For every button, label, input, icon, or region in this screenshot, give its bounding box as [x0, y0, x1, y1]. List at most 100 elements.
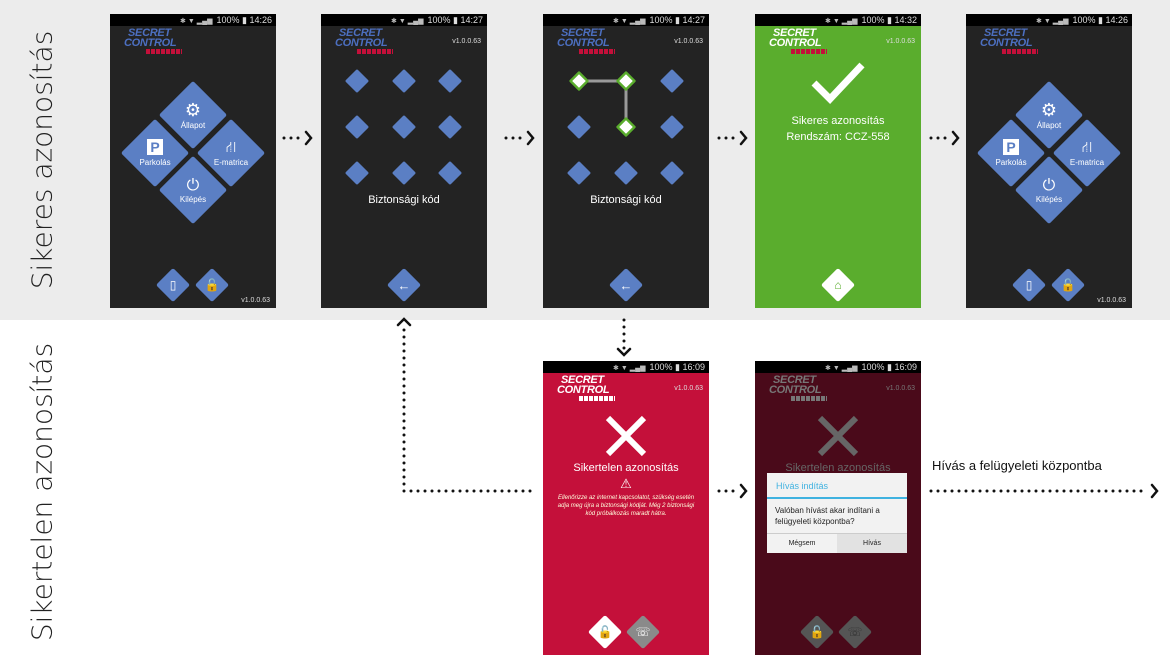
call-button[interactable]: Hívás	[837, 534, 907, 553]
parking-icon: P	[1003, 139, 1019, 155]
dialog-title: Hívás indítás	[767, 473, 907, 499]
version: v1.0.0.63	[241, 297, 270, 304]
gear-icon: ⚙	[1040, 100, 1058, 120]
unlock-icon: 🔓	[597, 625, 613, 639]
call-center-button[interactable]: ☏	[625, 614, 661, 650]
unlock-button[interactable]: 🔓	[194, 267, 230, 303]
pattern-dot[interactable]	[344, 68, 370, 94]
pattern-dot[interactable]	[391, 114, 417, 140]
version: v1.0.0.63	[1097, 297, 1126, 304]
signal-icon: ✱ ▼ ▂▄▆	[180, 18, 213, 25]
unlock-icon: 🔓	[809, 625, 825, 639]
back-button[interactable]: ←	[386, 267, 422, 303]
headset-icon: ☏	[847, 625, 863, 639]
pattern-dot[interactable]	[566, 160, 592, 186]
pattern-dot[interactable]	[344, 160, 370, 186]
failure-title: Sikertelen azonosítás	[785, 462, 891, 474]
status-bar: ✱ ▼ ▂▄▆100% ▮ 14:26	[966, 14, 1132, 26]
phone-icon: ▯	[169, 278, 177, 292]
phone-icon: ▯	[1025, 278, 1033, 292]
phone-call-button[interactable]: ▯	[155, 267, 191, 303]
home-button[interactable]: ⌂	[820, 267, 856, 303]
pattern-dot[interactable]	[344, 114, 370, 140]
pattern-dot[interactable]	[659, 114, 685, 140]
failure-title: Sikertelen azonosítás	[573, 462, 679, 474]
pattern-dot[interactable]	[614, 69, 638, 93]
status-button[interactable]: ⚙Állapot	[1014, 80, 1084, 150]
vignette-button[interactable]: ⛙E-matrica	[196, 118, 266, 188]
call-dialog: Hívás indítás Valóban hívást akar indíta…	[767, 473, 907, 553]
pattern-dot[interactable]	[437, 160, 463, 186]
version: v1.0.0.63	[674, 385, 703, 392]
failure-message: Ellenőrizze az internet kapcsolatot, szü…	[557, 495, 695, 517]
unlock-button[interactable]: 🔓	[587, 614, 623, 650]
highway-icon: ⛙	[225, 139, 237, 156]
call-center-button[interactable]: ☏	[837, 614, 873, 650]
pattern-dot[interactable]	[437, 114, 463, 140]
status-bar: ✱ ▼ ▂▄▆100% ▮ 16:09	[543, 361, 709, 373]
success-title: Sikeres azonosítás	[791, 115, 885, 127]
unlock-button[interactable]: 🔓	[799, 614, 835, 650]
pattern-dot[interactable]	[659, 160, 685, 186]
unlock-icon: 🔓	[1060, 278, 1076, 292]
back-button[interactable]: ←	[608, 267, 644, 303]
version: v1.0.0.63	[452, 38, 481, 45]
pattern-dot[interactable]	[566, 114, 592, 140]
pattern-dot[interactable]	[391, 160, 417, 186]
pattern-dot[interactable]	[391, 68, 417, 94]
security-code-label: Biztonsági kód	[368, 194, 440, 206]
pattern-dot[interactable]	[659, 68, 685, 94]
exit-button[interactable]: ⏻Kilépés	[1014, 155, 1084, 225]
arrow-left-icon: ←	[619, 277, 633, 293]
x-icon	[605, 415, 647, 457]
home-icon: ⌂	[834, 278, 842, 292]
unlock-button[interactable]: 🔓	[1050, 267, 1086, 303]
pattern-dot[interactable]	[567, 69, 591, 93]
highway-icon: ⛙	[1081, 139, 1093, 156]
power-icon: ⏻	[186, 176, 200, 194]
status-button[interactable]: ⚙Állapot	[158, 80, 228, 150]
security-code-label: Biztonsági kód	[590, 194, 662, 206]
dialog-message: Valóban hívást akar indítani a felügyele…	[775, 506, 880, 526]
pattern-dot[interactable]	[614, 115, 638, 139]
status-bar: ✱ ▼ ▂▄▆100% ▮ 14:26	[110, 14, 276, 26]
arrow-left-icon: ←	[397, 277, 411, 293]
pattern-dot[interactable]	[437, 68, 463, 94]
status-bar: ✱ ▼ ▂▄▆100% ▮ 14:27	[543, 14, 709, 26]
cancel-button[interactable]: Mégsem	[788, 540, 816, 547]
arrow-dots-lower	[402, 318, 1148, 493]
power-icon: ⏻	[1042, 176, 1056, 194]
arrow-heads	[304, 130, 1159, 499]
pattern-dot[interactable]	[613, 160, 639, 186]
headset-icon: ☏	[635, 625, 651, 639]
version: v1.0.0.63	[886, 385, 915, 392]
plate-number: Rendszám: CCZ-558	[786, 131, 890, 143]
x-icon	[817, 415, 859, 457]
exit-button[interactable]: ⏻Kilépés	[158, 155, 228, 225]
gear-icon: ⚙	[184, 100, 202, 120]
version: v1.0.0.63	[886, 38, 915, 45]
vignette-button[interactable]: ⛙E-matrica	[1052, 118, 1122, 188]
status-bar: ✱ ▼ ▂▄▆100% ▮ 16:09	[755, 361, 921, 373]
phone-call-button[interactable]: ▯	[1011, 267, 1047, 303]
checkmark-icon	[811, 62, 865, 105]
status-bar: ✱ ▼ ▂▄▆100% ▮ 14:27	[321, 14, 487, 26]
call-caption: Hívás a felügyeleti központba	[932, 458, 1102, 473]
status-bar: ✱ ▼ ▂▄▆100% ▮ 14:32	[755, 14, 921, 26]
version: v1.0.0.63	[674, 38, 703, 45]
